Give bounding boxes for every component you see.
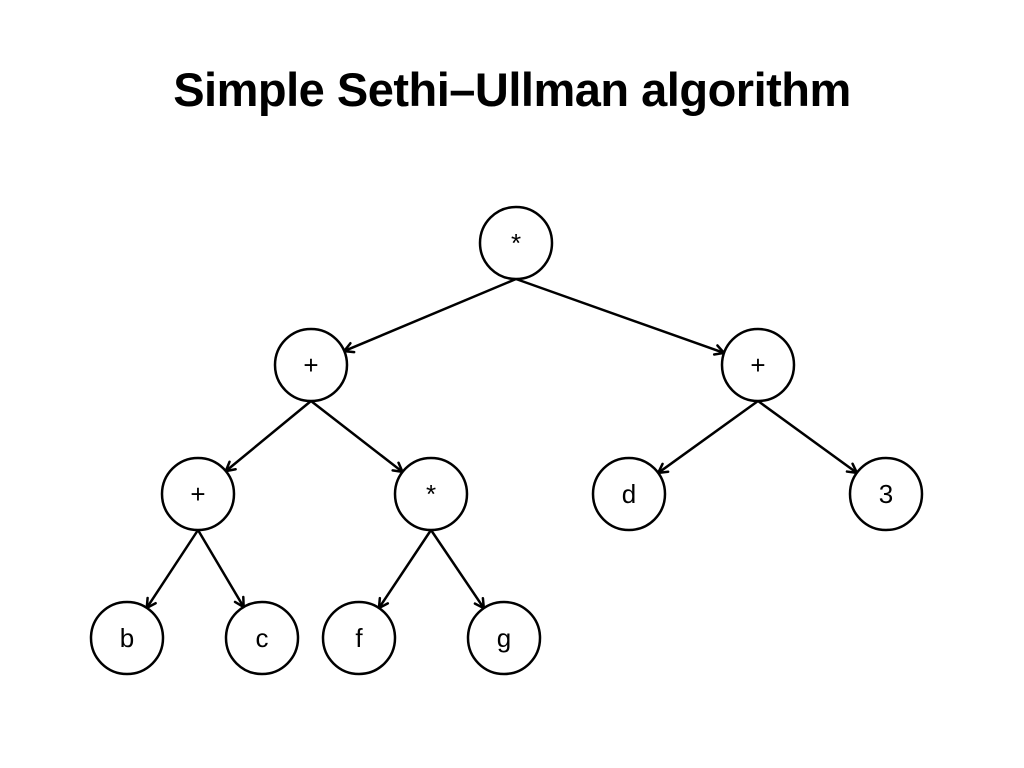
node-label: +: [303, 350, 318, 380]
tree-node-n1: *: [478, 205, 554, 281]
node-label: b: [120, 623, 134, 653]
tree-node-n10: f: [321, 600, 397, 676]
edge-line: [145, 529, 200, 609]
node-label: g: [497, 623, 511, 653]
node-label: *: [511, 228, 521, 258]
edge-n2-n5: [310, 400, 404, 474]
node-label: f: [355, 623, 363, 653]
node-label: 3: [879, 479, 893, 509]
node-label: d: [622, 479, 636, 509]
nodes-layer: * + + + * d 3 b c f g: [89, 205, 924, 676]
tree-node-n7: 3: [848, 456, 924, 532]
tree-node-n5: *: [393, 456, 469, 532]
tree-node-n2: +: [273, 327, 349, 403]
edge-line: [429, 529, 485, 609]
node-circle: [393, 456, 469, 532]
edge-line: [196, 529, 245, 608]
node-circle: [160, 456, 236, 532]
node-label: c: [256, 623, 269, 653]
edge-n5-n11: [429, 529, 486, 610]
tree-node-n8: b: [89, 600, 165, 676]
node-circle: [720, 327, 796, 403]
node-label: +: [190, 479, 205, 509]
slide-title: Simple Sethi–Ullman algorithm: [173, 63, 851, 116]
edge-n4-n9: [196, 529, 245, 609]
edge-n1-n3: [515, 277, 726, 356]
edge-line: [310, 400, 404, 473]
edge-n3-n7: [757, 399, 859, 475]
edge-line: [757, 399, 858, 474]
tree-node-n11: g: [466, 600, 542, 676]
edge-line: [515, 277, 725, 355]
node-circle: [273, 327, 349, 403]
tree-node-n6: d: [591, 456, 667, 532]
node-label: +: [750, 350, 765, 380]
tree-node-n9: c: [224, 600, 300, 676]
node-circle: [89, 600, 165, 676]
node-circle: [848, 456, 924, 532]
node-circle: [478, 205, 554, 281]
edge-n1-n2: [342, 277, 517, 354]
node-circle: [466, 600, 542, 676]
node-circle: [321, 600, 397, 676]
edges-layer: [145, 277, 859, 610]
edge-n2-n4: [224, 400, 312, 473]
node-circle: [224, 600, 300, 676]
tree-node-n4: +: [160, 456, 236, 532]
node-circle: [591, 456, 667, 532]
edge-n4-n8: [145, 529, 200, 610]
node-label: *: [426, 479, 436, 509]
edge-line: [377, 529, 433, 609]
edge-n3-n6: [656, 399, 759, 475]
tree-node-n3: +: [720, 327, 796, 403]
edge-n5-n10: [377, 529, 433, 610]
edge-line: [343, 277, 517, 353]
edge-line: [657, 399, 759, 474]
edge-line: [225, 400, 312, 473]
